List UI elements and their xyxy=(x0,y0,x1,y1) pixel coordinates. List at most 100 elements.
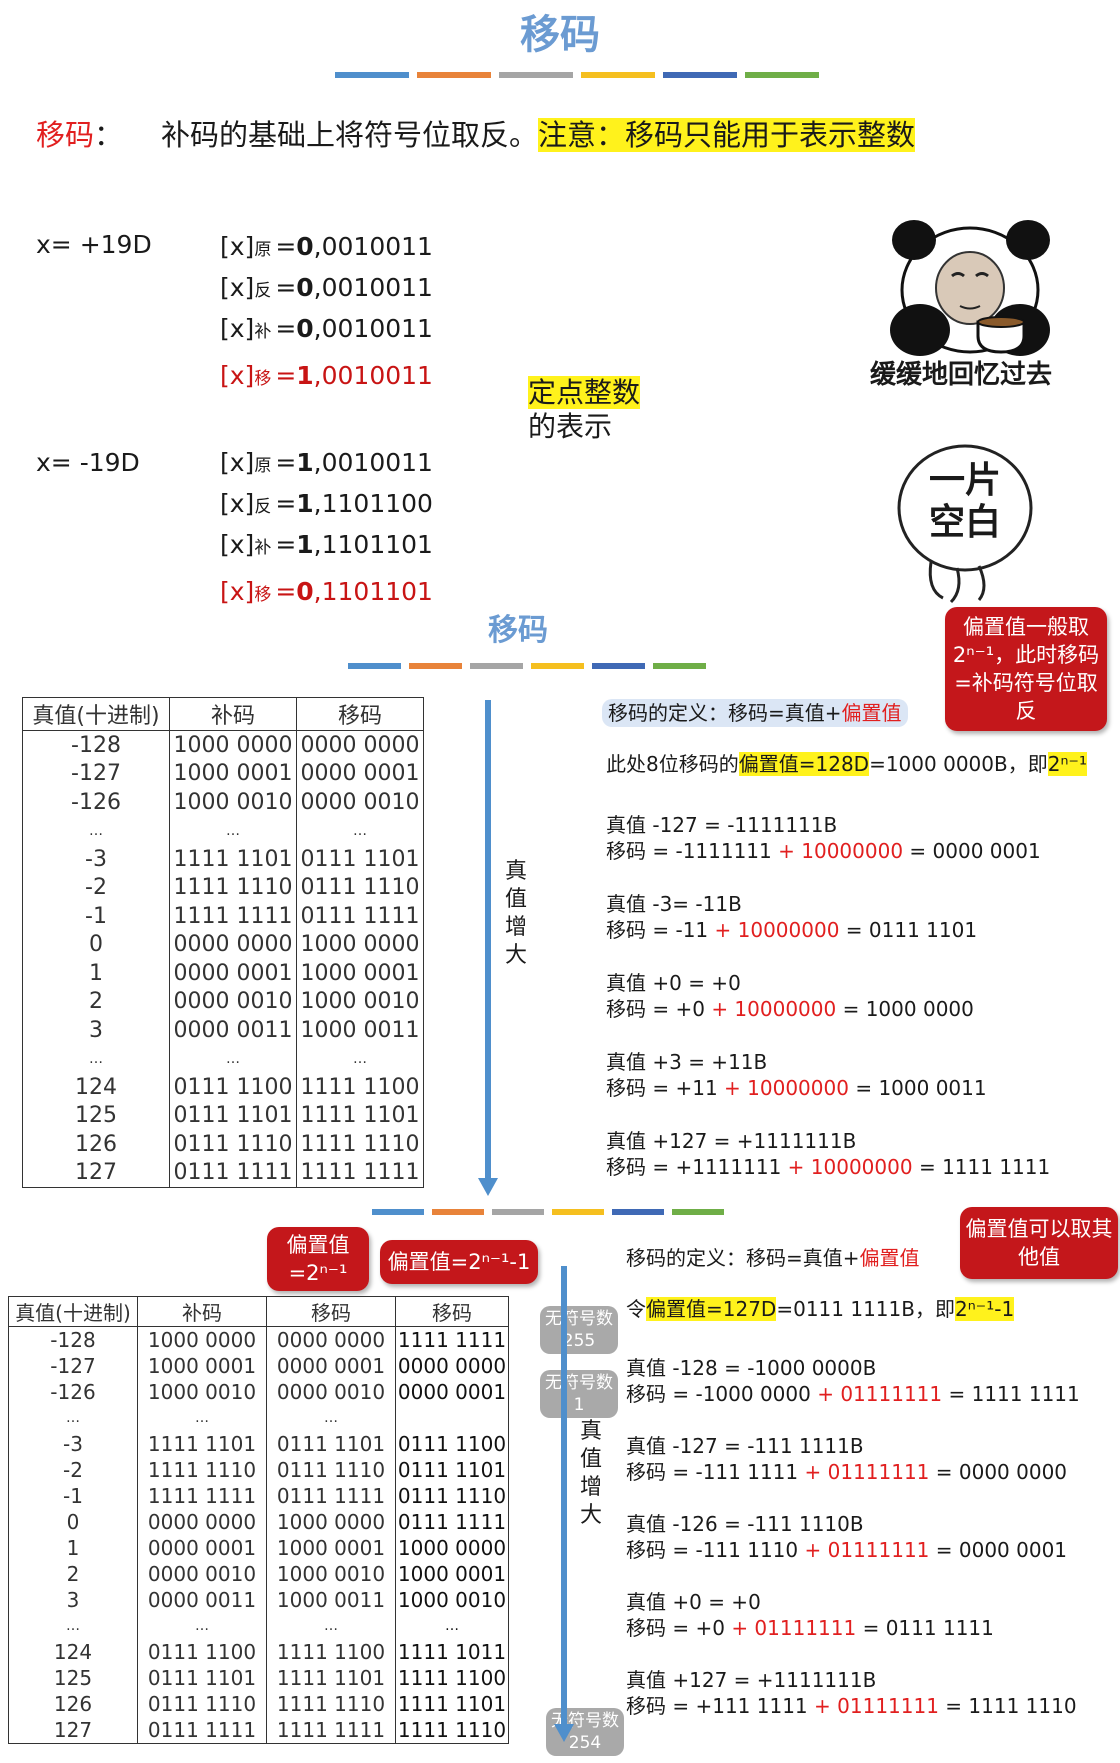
table-cell: 1000 0000 xyxy=(169,730,297,760)
table-cell: 1111 1111 xyxy=(169,902,297,931)
panda-caption: 缓缓地回忆过去 xyxy=(870,360,1053,390)
table-cell: 0111 1110 xyxy=(137,1691,267,1717)
example-bias: + 01111111 xyxy=(731,1616,857,1640)
table-row: ……… xyxy=(22,1044,424,1073)
example-code-line: 移码 = -111 1110 + 01111111 = 0000 0001 xyxy=(626,1537,1080,1563)
example-bias: + 01111111 xyxy=(804,1538,930,1562)
sec1-bias-hl: 偏置值=128D xyxy=(738,752,870,776)
encoding-eq: = xyxy=(275,273,297,302)
bar-segment xyxy=(592,663,645,669)
table-cell: 0000 0001 xyxy=(296,759,424,788)
encoding-prefix: [x] xyxy=(220,273,255,302)
table-cell: 127 xyxy=(22,1158,170,1188)
encoding-sub: 移 xyxy=(254,585,272,605)
callout-bias-pow-minus1: 偏置值=2ⁿ⁻¹-1 xyxy=(380,1240,538,1284)
encoding-sign: 1 xyxy=(296,448,314,477)
example-bias: + 01111111 xyxy=(814,1694,939,1718)
example-code-a: 移码 = -111 1110 xyxy=(626,1538,805,1562)
bar-segment xyxy=(745,72,819,78)
table-cell: 0 xyxy=(8,1509,138,1535)
arrow-label-char: 值 xyxy=(504,887,527,912)
encoding-sub: 补 xyxy=(254,538,272,558)
encoding-eq: = xyxy=(275,448,297,477)
example-code-b: = 0111 1111 xyxy=(856,1616,994,1640)
example-code-line: 移码 = +111 1111 + 01111111 = 1111 1110 xyxy=(626,1693,1080,1719)
arrow-label-1: 真值增大 xyxy=(503,858,529,970)
example-bias: + 10000000 xyxy=(778,839,904,863)
example-true-value: 真值 +127 = +1111111B xyxy=(606,1129,857,1153)
example-true-value: 真值 -126 = -111 1110B xyxy=(626,1512,864,1536)
table-cell: 0111 1101 xyxy=(169,1101,297,1130)
encoding-sign: 0 xyxy=(296,314,314,343)
table-cell: 1000 0010 xyxy=(169,788,297,817)
encoding-sub: 反 xyxy=(254,497,272,517)
table-cell: … xyxy=(296,1044,424,1073)
table-cell: 2 xyxy=(22,987,170,1016)
table-cell: 1000 0011 xyxy=(266,1587,396,1613)
table-cell: 1000 0001 xyxy=(169,759,297,788)
table-cell: 1111 1101 xyxy=(137,1431,267,1457)
table-cell: 1111 1111 xyxy=(395,1326,509,1353)
callout-bias-general: 偏置值一般取 2ⁿ⁻¹，此时移码=补码符号位取反 xyxy=(945,607,1107,731)
example-code-b: = 0000 0001 xyxy=(929,1538,1068,1562)
table-cell: 125 xyxy=(8,1665,138,1691)
blank-text-line2: 空白 xyxy=(928,502,1001,543)
bar-segment xyxy=(417,72,491,78)
page-title: 移码 xyxy=(520,12,600,58)
example-code-a: 移码 = -1000 0000 xyxy=(626,1382,818,1406)
example-code-b: = 1000 0000 xyxy=(836,997,974,1021)
table-cell: -1 xyxy=(22,902,170,931)
example-code-a: 移码 = +11 xyxy=(606,1076,725,1100)
example-true-value: 真值 +0 = +0 xyxy=(606,971,741,995)
table-cell: 0111 1101 xyxy=(137,1665,267,1691)
example-code-a: 移码 = -111 1111 xyxy=(626,1460,805,1484)
encoding-eq: = xyxy=(275,361,297,390)
table-cell: 0111 1111 xyxy=(266,1483,396,1509)
definition-text: 补码的基础上将符号位取反。 xyxy=(161,118,539,152)
arrow-increase-2 xyxy=(554,1266,574,1742)
bar-segment xyxy=(612,1209,664,1215)
sec2-bias: 令偏置值=127D=0111 1111B，即2ⁿ⁻¹-1 xyxy=(626,1293,1015,1322)
table-cell: 1000 0001 xyxy=(266,1535,396,1561)
table-cell: 0000 0001 xyxy=(137,1535,267,1561)
arrow-label-char: 增 xyxy=(579,1475,602,1500)
example-code-line: 移码 = +1111111 + 10000000 = 1111 1111 xyxy=(606,1154,1050,1180)
table-header: 补码 xyxy=(169,697,297,731)
table-header: 移码 xyxy=(266,1296,396,1327)
blank-meme-image xyxy=(897,444,1033,604)
bar-segment xyxy=(335,72,409,78)
bar-segment xyxy=(492,1209,544,1215)
table-row: ……… xyxy=(22,816,424,845)
table-cell: 1111 1101 xyxy=(395,1691,509,1717)
bar-segment xyxy=(552,1209,604,1215)
bar-segment xyxy=(653,663,706,669)
table-cell: … xyxy=(8,1405,138,1431)
table-cell: … xyxy=(22,816,170,845)
table-cell: 1000 0001 xyxy=(296,959,424,988)
encoding-prefix: [x] xyxy=(220,489,255,518)
table-cell: 1111 1101 xyxy=(296,1101,424,1130)
table-cell: 0000 0011 xyxy=(137,1587,267,1613)
bar-segment xyxy=(531,663,584,669)
example-true-value: 真值 +127 = +1111111B xyxy=(626,1668,877,1692)
encoding-row: [x]原=0,0010011 xyxy=(220,228,433,269)
encoding-eq: = xyxy=(275,530,297,559)
example-code-b: = 1111 1111 xyxy=(942,1382,1080,1406)
table-cell: 1000 0000 xyxy=(296,930,424,959)
table-cell: … xyxy=(137,1405,267,1431)
color-bar-mid xyxy=(348,663,706,669)
table-cell: 0111 1111 xyxy=(137,1717,267,1744)
